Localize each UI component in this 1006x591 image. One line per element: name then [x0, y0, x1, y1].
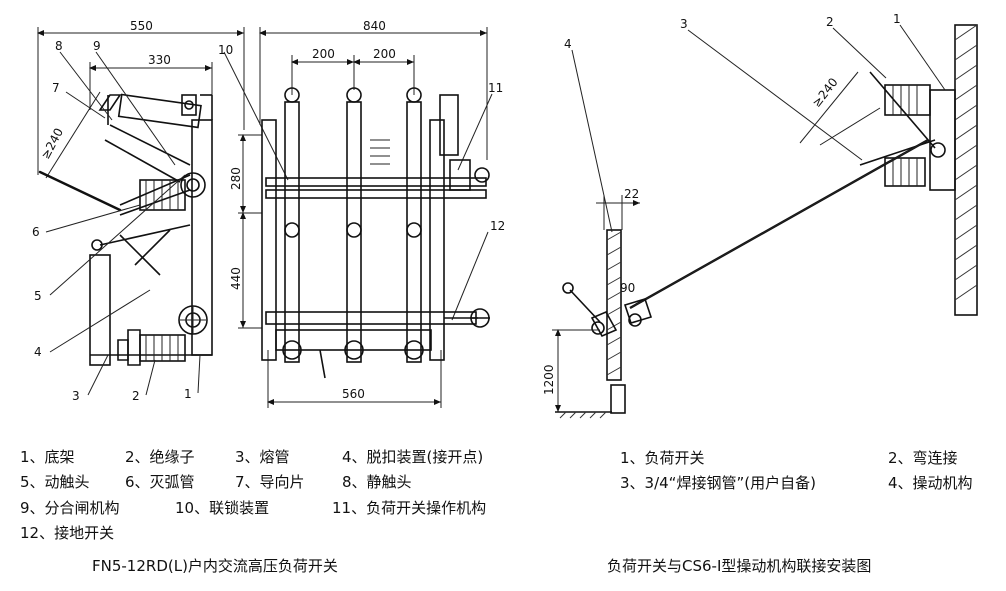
callout-7: 7 [52, 81, 60, 95]
front-view: 840 200 200 280 440 560 [229, 19, 490, 408]
dim-90: 90 [620, 281, 635, 295]
legend-item-6: 6、灭弧管 [125, 473, 195, 491]
legend-r-item-4: 4、操动机构 [888, 474, 973, 492]
installation-view: ≥240 22 90 [542, 12, 978, 419]
right-caption: 负荷开关与CS6-Ⅰ型操动机构联接安装图 [607, 557, 872, 575]
dim-200-b: 200 [373, 47, 396, 61]
operating-mechanism [562, 229, 653, 414]
legend-item-3: 3、熔管 [235, 448, 290, 466]
legend-item-5: 5、动触头 [20, 473, 90, 491]
callout-1: 1 [184, 387, 192, 401]
legend-item-2: 2、绝缘子 [125, 448, 195, 466]
legend-r-item-2: 2、弯连接 [888, 449, 958, 467]
callout-4: 4 [34, 345, 42, 359]
wall [954, 24, 978, 316]
dim-840: 840 [363, 19, 386, 33]
legend-item-8: 8、静触头 [342, 473, 412, 491]
callout-r3: 3 [680, 17, 688, 31]
technical-drawing: 550 330 ≥240 [32, 12, 978, 419]
dim-240-left: ≥240 [38, 126, 66, 162]
callout-9: 9 [93, 39, 101, 53]
callout-11: 11 [488, 81, 503, 95]
callout-r4: 4 [564, 37, 572, 51]
dim-22: 22 [624, 187, 639, 201]
legend-item-11: 11、负荷开关操作机构 [332, 499, 487, 517]
callout-10: 10 [218, 43, 233, 57]
pole-a [282, 87, 302, 363]
dim-280: 280 [229, 167, 243, 190]
legend-item-10: 10、联锁装置 [175, 499, 270, 517]
lower-insulator [139, 334, 186, 362]
load-switch [859, 71, 956, 191]
dim-330: 330 [148, 53, 171, 67]
legend-item-12: 12、接地开关 [20, 524, 115, 542]
callout-r1: 1 [893, 12, 901, 26]
pole-b [344, 87, 390, 363]
legend-r-item-3: 3、3/4“焊接钢管”(用户自备) [620, 474, 816, 492]
dim-550: 550 [130, 19, 153, 33]
legend-item-1: 1、底架 [20, 448, 75, 466]
dim-200-a: 200 [312, 47, 335, 61]
legend-item-9: 9、分合闸机构 [20, 499, 120, 517]
legend-r-item-1: 1、负荷开关 [620, 449, 705, 467]
dim-560: 560 [342, 387, 365, 401]
callout-12: 12 [490, 219, 505, 233]
legend-item-7: 7、导向片 [235, 473, 305, 491]
left-caption: FN5-12RD(L)户内交流高压负荷开关 [92, 557, 338, 575]
callout-6: 6 [32, 225, 40, 239]
pole-c [404, 87, 424, 363]
legend-item-4: 4、脱扣装置(接开点) [342, 448, 484, 466]
dim-240-right: ≥240 [809, 75, 840, 110]
callout-5: 5 [34, 289, 42, 303]
callout-8: 8 [55, 39, 63, 53]
side-view-callouts: 8 9 7 6 5 4 3 2 1 10 11 12 [32, 39, 505, 403]
dim-1200: 1200 [542, 364, 556, 395]
dim-440: 440 [229, 267, 243, 290]
callout-2: 2 [132, 389, 140, 403]
callout-r2: 2 [826, 15, 834, 29]
callout-3: 3 [72, 389, 80, 403]
side-view: 550 330 ≥240 [37, 19, 245, 366]
